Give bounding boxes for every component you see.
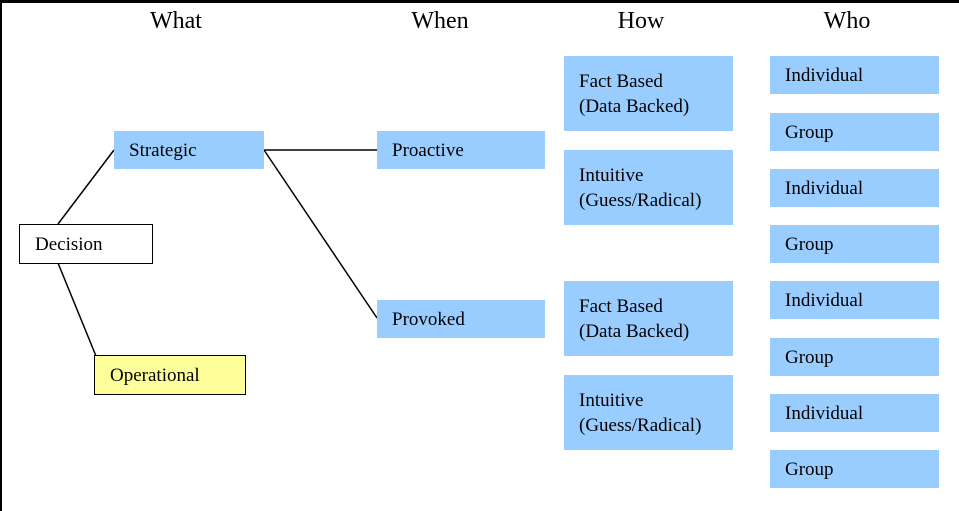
who-label: Group — [785, 121, 834, 143]
who-box-group: Group — [770, 338, 939, 376]
how-line1: Fact Based — [579, 70, 663, 92]
how-line1: Intuitive — [579, 164, 644, 186]
who-box-individual: Individual — [770, 394, 939, 432]
header-how: How — [617, 8, 665, 34]
how-line2: (Guess/Radical) — [579, 414, 702, 436]
frame-left-border — [0, 0, 2, 511]
operational-box: Operational — [94, 355, 246, 395]
header-what: What — [150, 8, 202, 34]
connector-decision-operational — [57, 262, 97, 357]
frame-top-border — [0, 0, 959, 3]
operational-label: Operational — [110, 364, 200, 386]
who-box-group: Group — [770, 450, 939, 488]
how-line2: (Data Backed) — [579, 95, 690, 117]
who-label: Group — [785, 346, 834, 368]
who-box-group: Group — [770, 113, 939, 151]
strategic-box: Strategic — [114, 131, 264, 169]
header-who: Who — [823, 8, 871, 34]
who-label: Individual — [785, 402, 864, 424]
who-box-group: Group — [770, 225, 939, 263]
header-when: When — [411, 8, 469, 34]
how-box-fact-based-1: Fact Based (Data Backed) — [564, 56, 733, 131]
connector-strategic-provoked — [263, 149, 378, 319]
who-box-individual: Individual — [770, 56, 939, 94]
how-line1: Fact Based — [579, 295, 663, 317]
decision-box: Decision — [19, 224, 153, 264]
proactive-label: Proactive — [392, 139, 464, 161]
who-label: Individual — [785, 177, 864, 199]
provoked-label: Provoked — [392, 308, 465, 330]
how-line2: (Data Backed) — [579, 320, 690, 342]
who-label: Individual — [785, 289, 864, 311]
who-label: Individual — [785, 64, 864, 86]
provoked-box: Provoked — [377, 300, 545, 338]
how-box-intuitive-2: Intuitive (Guess/Radical) — [564, 375, 733, 450]
who-box-individual: Individual — [770, 281, 939, 319]
who-label: Group — [785, 458, 834, 480]
connector-decision-strategic — [57, 149, 115, 225]
how-box-fact-based-2: Fact Based (Data Backed) — [564, 281, 733, 356]
how-box-intuitive-1: Intuitive (Guess/Radical) — [564, 150, 733, 225]
decision-label: Decision — [35, 233, 103, 255]
how-line1: Intuitive — [579, 389, 644, 411]
who-label: Group — [785, 233, 834, 255]
strategic-label: Strategic — [129, 139, 197, 161]
how-line2: (Guess/Radical) — [579, 189, 702, 211]
proactive-box: Proactive — [377, 131, 545, 169]
who-box-individual: Individual — [770, 169, 939, 207]
